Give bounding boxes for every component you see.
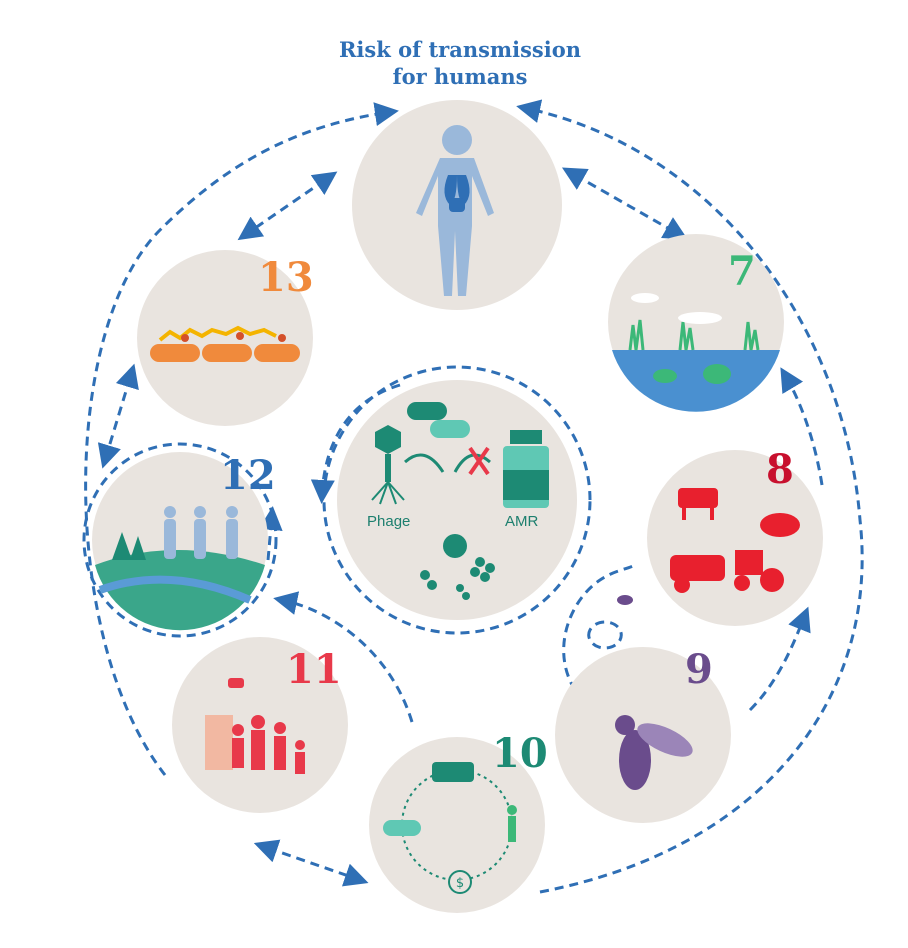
capsules-icon [407,402,470,438]
wetland-fish-icon [612,293,780,412]
node-number-11: 11 [286,646,342,693]
ring-12 [82,442,278,638]
arrow-13-12 [97,363,139,469]
livestock-farm-icon [670,488,800,593]
node-number-7: 7 [728,248,756,295]
cells-icon [150,325,300,362]
node-number-8: 8 [766,446,794,493]
node-number-9: 9 [685,646,713,693]
fly-icon [615,595,693,790]
arrows [82,99,864,894]
node-number-10: 10 [492,730,548,777]
arrow-9-8 [748,606,811,712]
circle-10 [369,737,545,913]
diagram-title: Risk of transmission for humans [300,36,620,90]
circle-8 [647,450,823,626]
arrow-outer-left [84,102,399,776]
arrow-outer-right [516,99,864,894]
arrow-8-7 [780,367,824,486]
title-line-2: for humans [392,64,528,89]
node-number-13: 13 [258,254,314,301]
title-line-1: Risk of transmission [338,37,582,62]
amr-label: AMR [505,513,539,530]
bacteria-virus-icon [420,534,495,600]
arrow-amr-icon [453,453,492,473]
arrow-11-10 [253,839,369,887]
amr-bottle-icon [503,430,549,508]
red-x-icon [468,446,490,476]
refugees-icon [205,678,305,774]
center-amr-phage [371,402,549,600]
arrow-phage-icon [403,453,445,473]
arrow-12-in [258,506,283,561]
dollar-icon: $ [456,876,464,891]
arrow-10-12 [273,591,414,723]
cycle-cow-human-money-icon: $ [383,762,517,894]
circle-13 [137,250,313,426]
arrow-9-fly-loop [562,563,636,691]
arrow-human-13 [237,171,338,241]
arrow-human-7 [561,167,688,240]
people-landscape-icon [95,506,265,631]
node-number-12: 12 [220,452,276,499]
arrow-center-in [310,383,401,504]
phage-label: Phage [367,513,411,530]
phage-icon [371,425,405,505]
arrow-ring-center [322,365,592,635]
human-body-icon [416,125,494,296]
